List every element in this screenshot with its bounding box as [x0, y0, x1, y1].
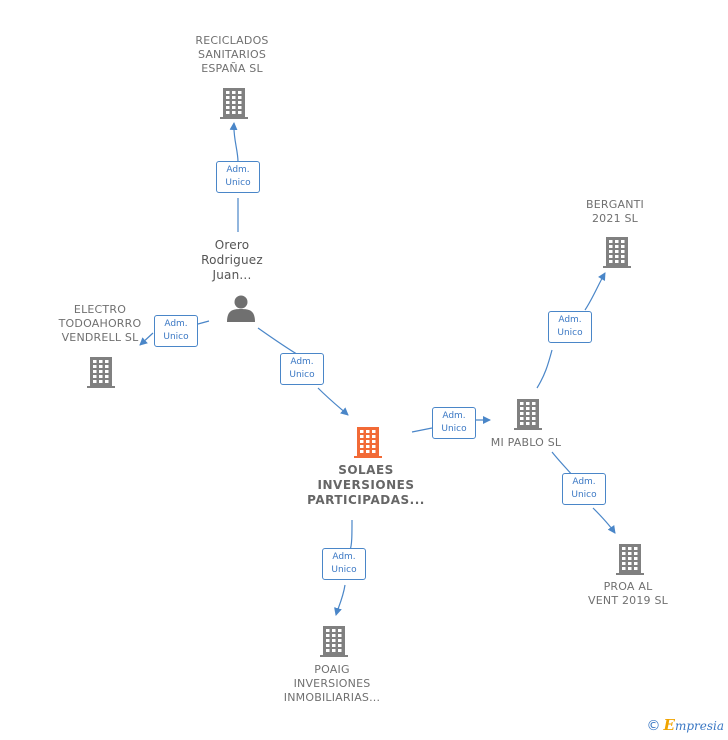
building-icon[interactable] [220, 88, 248, 119]
building-icon[interactable] [616, 544, 644, 575]
node-label-proa[interactable]: PROA AL VENT 2019 SL [588, 580, 668, 607]
node-label-reciclados[interactable]: RECICLADOS SANITARIOS ESPAÑA SL [195, 34, 269, 75]
building-icon[interactable] [87, 357, 115, 388]
edge-orero-reciclados [234, 123, 238, 232]
edge-role-badge[interactable]: Adm. Unico [154, 315, 198, 347]
edge-role-badge[interactable]: Adm. Unico [280, 353, 324, 385]
node-label-orero[interactable]: Orero Rodriguez Juan... [201, 238, 263, 282]
node-label-berganti[interactable]: BERGANTI 2021 SL [586, 198, 644, 225]
node-label-solaes[interactable]: SOLAES INVERSIONES PARTICIPADAS... [307, 463, 425, 507]
edge-mipablo-berganti [536, 273, 605, 389]
edge-role-badge[interactable]: Adm. Unico [216, 161, 260, 193]
copyright-icon: © [646, 718, 661, 734]
edge-orero-electro [140, 320, 210, 345]
node-label-poaig[interactable]: POAIG INVERSIONES INMOBILIARIAS... [283, 663, 381, 704]
building-icon[interactable] [514, 399, 542, 430]
person-icon[interactable] [227, 295, 255, 323]
empresia-logo[interactable]: ©Empresia [646, 716, 725, 734]
edge-role-badge[interactable]: Adm. Unico [432, 407, 476, 439]
edge-role-badge[interactable]: Adm. Unico [322, 548, 366, 580]
node-label-electro[interactable]: ELECTRO TODOAHORRO VENDRELL SL [58, 303, 142, 344]
edge-solaes-mipablo [411, 420, 490, 433]
building-icon[interactable] [603, 237, 631, 268]
building-icon-main[interactable] [354, 427, 382, 458]
building-icon[interactable] [320, 626, 348, 657]
node-label-mipablo[interactable]: MI PABLO SL [490, 436, 562, 449]
edge-role-badge[interactable]: Adm. Unico [562, 473, 606, 505]
edge-role-badge[interactable]: Adm. Unico [548, 311, 592, 343]
